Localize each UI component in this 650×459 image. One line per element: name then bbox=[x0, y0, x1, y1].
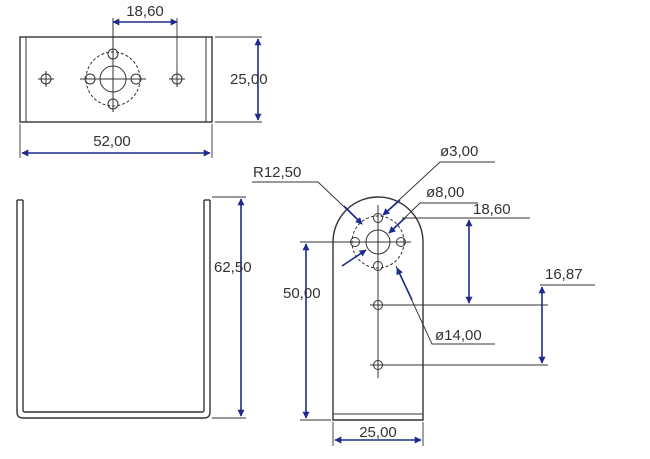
side-height-label: 62,50 bbox=[214, 259, 252, 276]
arm-middle-hole bbox=[370, 300, 386, 310]
circle-label: ø14,00 bbox=[435, 327, 482, 344]
top-left-hole bbox=[38, 71, 54, 87]
radius-label: R12,50 bbox=[253, 164, 301, 181]
small-hole-leader bbox=[383, 161, 495, 215]
arm-outline bbox=[332, 196, 424, 421]
top-view: 18,60 25,00 52,00 bbox=[19, 3, 268, 158]
right-spacing-label: 18,60 bbox=[473, 201, 511, 218]
arm-center-hole-group bbox=[345, 205, 411, 378]
top-plate-outline bbox=[19, 36, 213, 123]
center-hole-arrow bbox=[388, 217, 406, 234]
center-hole-label: ø8,00 bbox=[426, 184, 464, 201]
arm-length-label: 50,00 bbox=[283, 285, 321, 302]
center-hole-arrow-opposite bbox=[341, 249, 367, 267]
circle-arrow bbox=[396, 267, 413, 301]
top-width-label: 52,00 bbox=[93, 133, 131, 150]
arm-width-label: 25,00 bbox=[359, 424, 397, 441]
top-height-label: 25,00 bbox=[230, 71, 268, 88]
small-hole-label: ø3,00 bbox=[440, 143, 478, 160]
small-hole-arrow bbox=[382, 199, 401, 216]
radius-arrow bbox=[343, 205, 363, 225]
center-hole-leader bbox=[389, 202, 478, 233]
side-view: 62,50 bbox=[16, 196, 252, 419]
side-outer-outline bbox=[16, 200, 211, 419]
top-right-hole bbox=[169, 71, 185, 87]
side-inner-outline bbox=[22, 200, 205, 413]
radius-leader bbox=[252, 181, 361, 223]
top-spacing-label: 18,60 bbox=[126, 3, 164, 20]
offset-label: 16,87 bbox=[545, 266, 583, 283]
arm-bottom-hole bbox=[370, 360, 386, 370]
top-center-hole-group bbox=[80, 18, 146, 112]
front-view: 50,00 25,00 R12,50 ø3,00 ø8,00 18,60 16,… bbox=[252, 143, 595, 446]
